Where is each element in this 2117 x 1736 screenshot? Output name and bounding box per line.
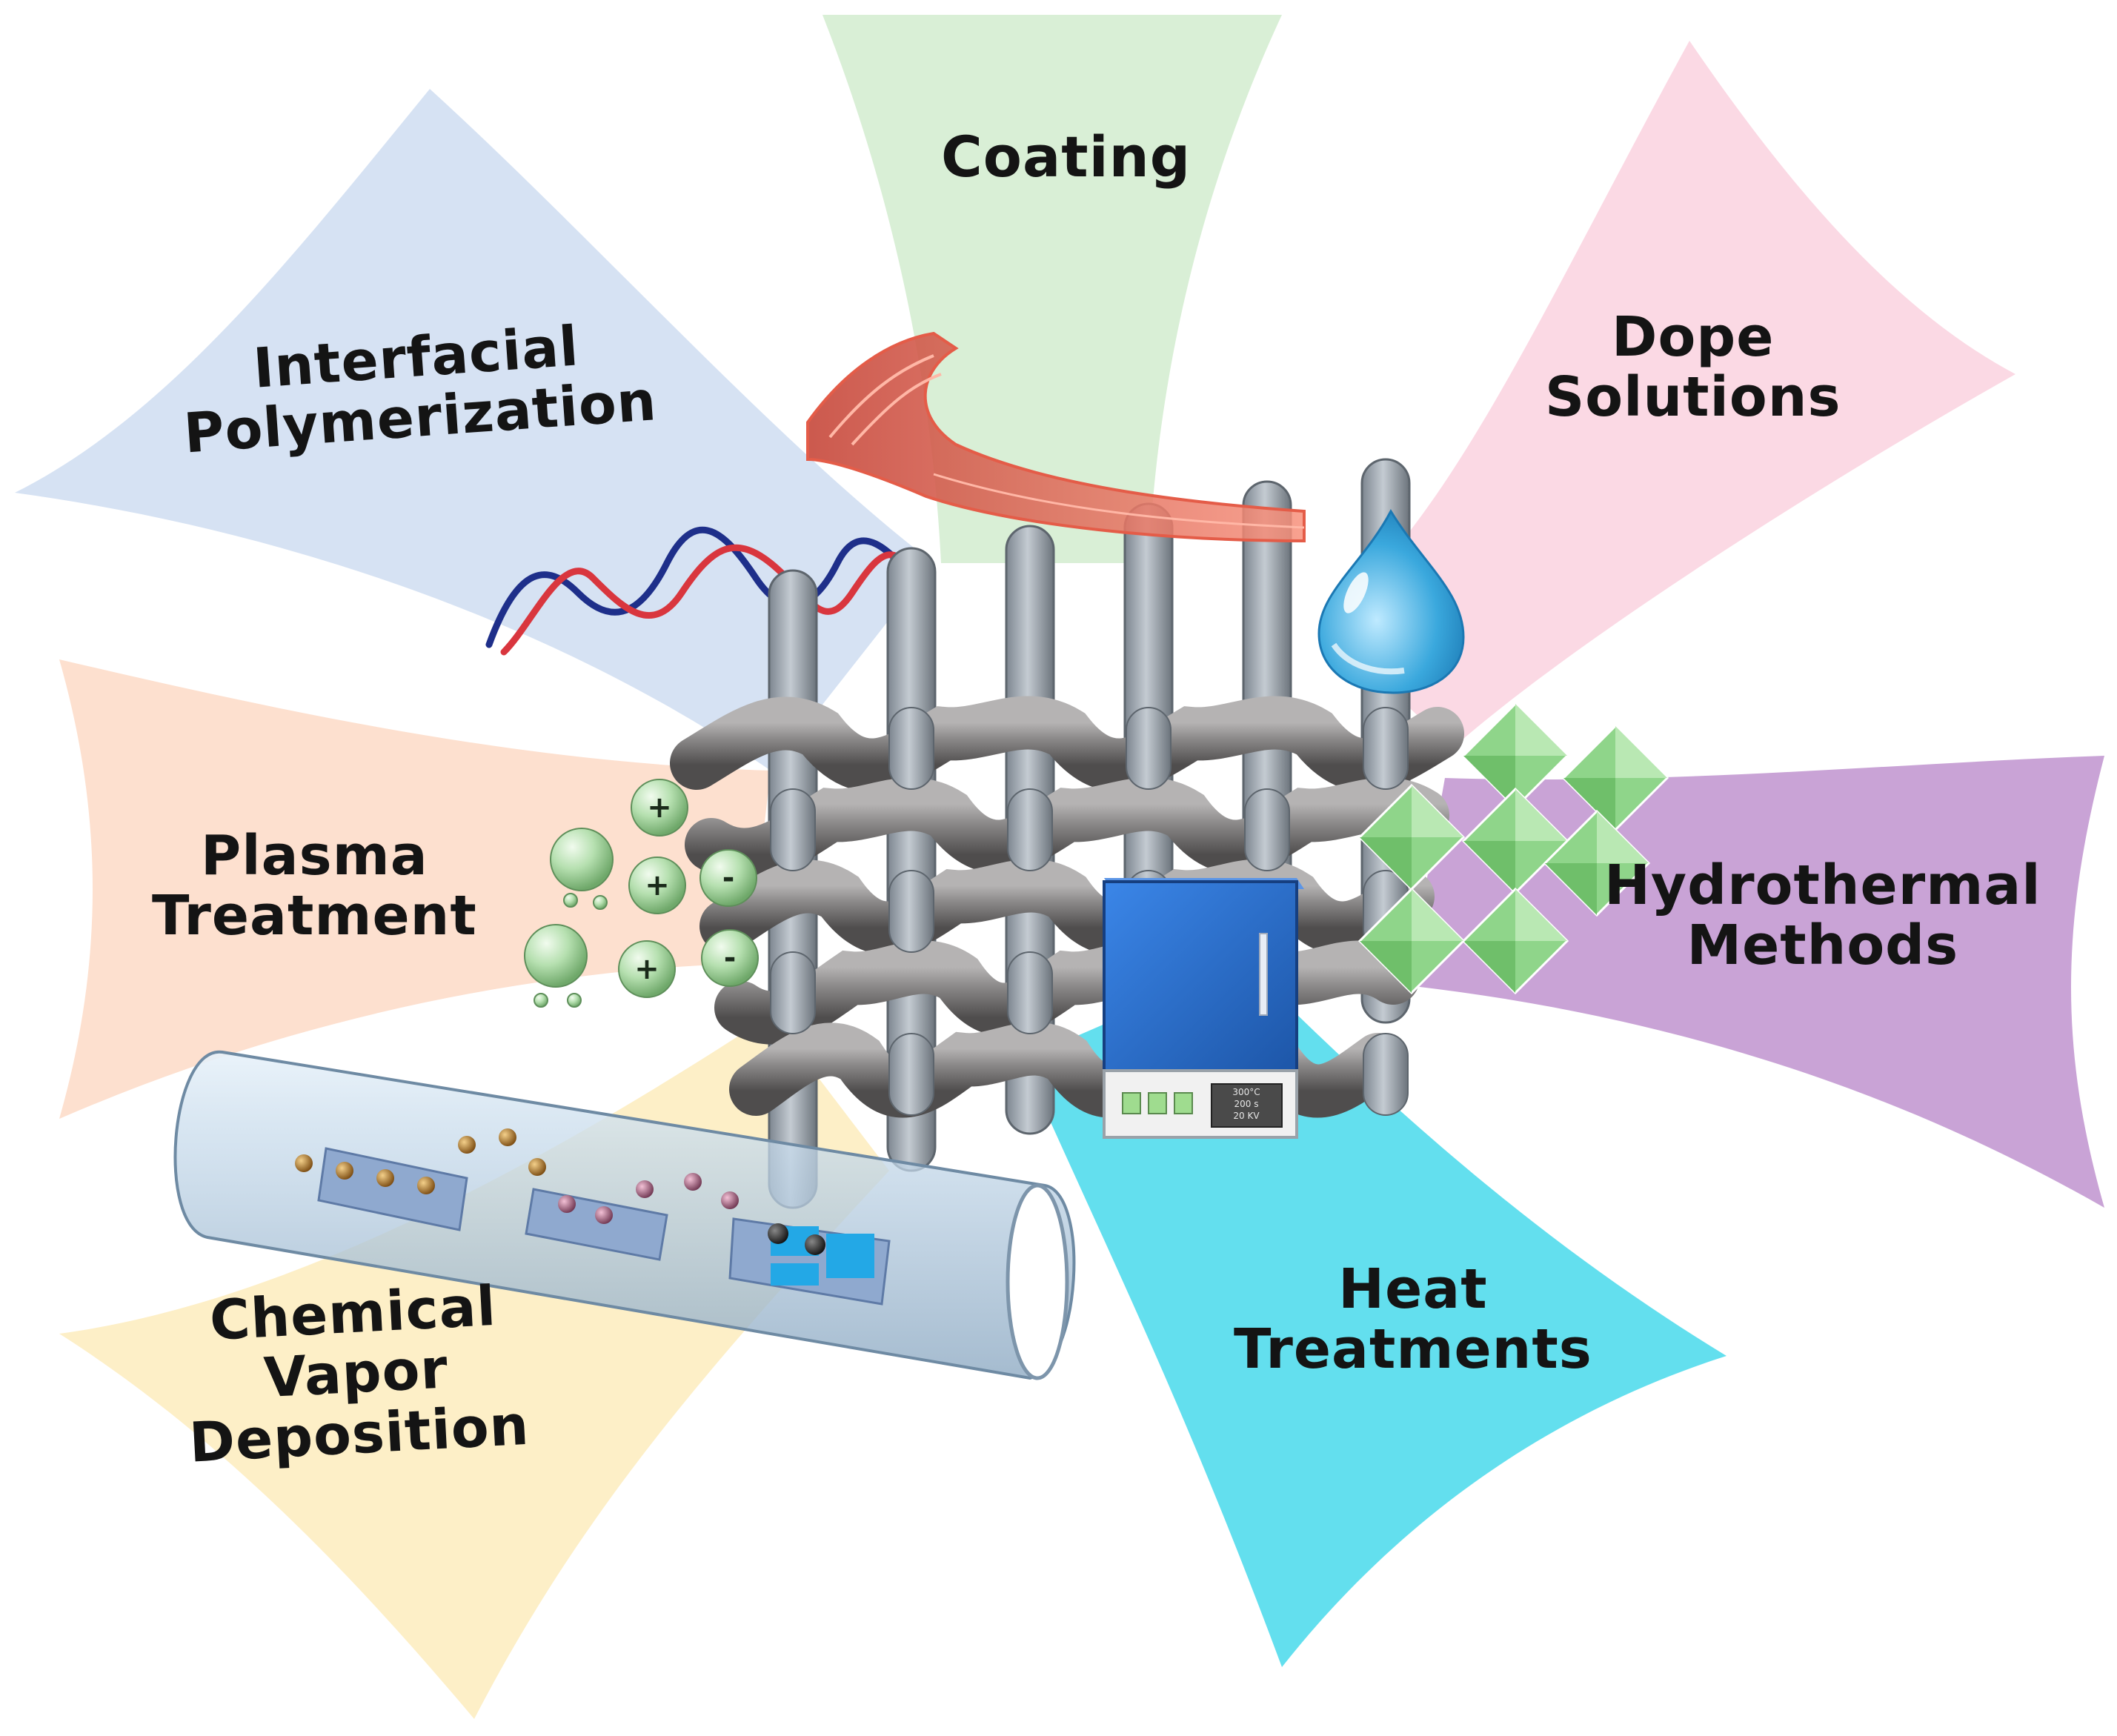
mesh-horizontal-fiber — [685, 777, 1449, 882]
precursor-particle — [684, 1173, 702, 1191]
label-coating: Coating — [941, 126, 1191, 188]
label-coating-text: Coating — [941, 124, 1192, 190]
plus-charge-symbol: + — [645, 868, 670, 902]
plasma-sphere — [631, 779, 688, 837]
precursor-particle — [376, 1169, 394, 1187]
mesh-weave-crossing — [888, 1033, 934, 1116]
mesh-horizontal-fiber — [699, 859, 1435, 955]
label-dope-solutions: Dope Solutions — [1545, 307, 1841, 428]
water-droplet-icon — [1317, 508, 1465, 694]
label-line: Methods — [1686, 914, 1959, 978]
label-chemical-vapor-deposition: Chemical Vapor Deposition — [182, 1274, 531, 1475]
mesh-horizontal-fiber — [670, 696, 1464, 792]
precursor-particle — [336, 1162, 353, 1180]
label-line: Solutions — [1545, 365, 1841, 430]
octahedral-crystal-icon — [1357, 887, 1466, 995]
furnace-temp-readout: 300°C — [1232, 1087, 1260, 1097]
plasma-sphere — [618, 940, 676, 998]
label-line: Dope — [1612, 305, 1775, 369]
crystal-cluster — [1357, 702, 1669, 995]
precursor-particle — [499, 1128, 516, 1146]
coating-film-icon — [806, 331, 1306, 543]
plasma-sphere — [628, 857, 686, 914]
plasma-sphere — [550, 828, 614, 891]
plasma-ion-icon: + + - + - — [524, 779, 759, 1008]
cvd-substrate-chip — [771, 1263, 819, 1286]
fan-interfacial-polymerization — [15, 89, 934, 771]
plasma-sphere — [524, 924, 588, 988]
plus-charge-symbol: + — [634, 952, 659, 986]
mesh-weave-crossing — [1363, 707, 1409, 790]
fan-plasma-treatment — [59, 659, 771, 1119]
fan-heat-treatments — [1023, 963, 1726, 1667]
mesh-weave-crossing — [1007, 788, 1053, 871]
octahedral-crystal-icon — [1461, 887, 1569, 995]
mesh-weave-crossing — [888, 870, 934, 953]
cvd-tube-icon — [173, 1050, 1076, 1380]
octahedral-crystal-icon — [1543, 809, 1651, 917]
mesh-weave-crossing — [1363, 1033, 1409, 1116]
label-hydrothermal-methods: Hydrothermal Methods — [1604, 854, 2041, 978]
label-plasma-treatment: Plasma Treatment — [152, 824, 477, 948]
plasma-sphere — [567, 993, 582, 1008]
plasma-sphere — [534, 993, 548, 1008]
precursor-particle — [295, 1154, 313, 1172]
plasma-sphere — [593, 895, 608, 910]
label-heat-treatments: Heat Treatments — [1234, 1257, 1592, 1382]
mesh-weave-crossing — [770, 788, 816, 871]
precursor-particle — [636, 1180, 654, 1198]
mesh-weave-crossing — [770, 951, 816, 1034]
furnace-icon: 300°C 200 s 20 KV — [1103, 878, 1304, 1139]
precursor-particle — [595, 1206, 613, 1224]
plus-charge-symbol: + — [647, 791, 672, 825]
deposited-particle — [768, 1223, 788, 1244]
label-line: Plasma — [201, 824, 428, 888]
label-line: Treatments — [1234, 1317, 1592, 1382]
mesh-weave-crossing — [1244, 788, 1290, 871]
precursor-particle — [458, 1136, 476, 1154]
label-line: Treatment — [152, 884, 477, 948]
minus-charge-symbol: - — [722, 861, 735, 895]
label-line: Heat — [1338, 1257, 1488, 1321]
deposited-particle — [805, 1234, 825, 1255]
plasma-sphere — [699, 849, 757, 907]
precursor-particle — [417, 1177, 435, 1194]
precursor-particle — [721, 1191, 739, 1209]
mesh-weave-crossing — [888, 707, 934, 790]
furnace-time-readout: 200 s — [1234, 1099, 1259, 1109]
mesh-weave-crossing — [1126, 707, 1172, 790]
precursor-particle — [528, 1158, 546, 1176]
furnace-voltage-readout: 20 KV — [1233, 1111, 1260, 1121]
label-line: Hydrothermal — [1604, 854, 2041, 917]
cvd-precursor-particles — [295, 1128, 825, 1255]
minus-charge-symbol: - — [724, 941, 737, 975]
octahedral-crystal-icon — [1461, 702, 1569, 810]
dna-helix-icon — [485, 526, 930, 656]
precursor-particle — [558, 1195, 576, 1213]
cvd-substrate-chip — [826, 1234, 874, 1278]
plasma-sphere — [701, 929, 759, 987]
octahedral-crystal-icon — [1357, 783, 1466, 891]
fan-dope-solutions — [1319, 41, 2015, 748]
mesh-weave-crossing — [1007, 951, 1053, 1034]
plasma-sphere — [563, 893, 578, 908]
